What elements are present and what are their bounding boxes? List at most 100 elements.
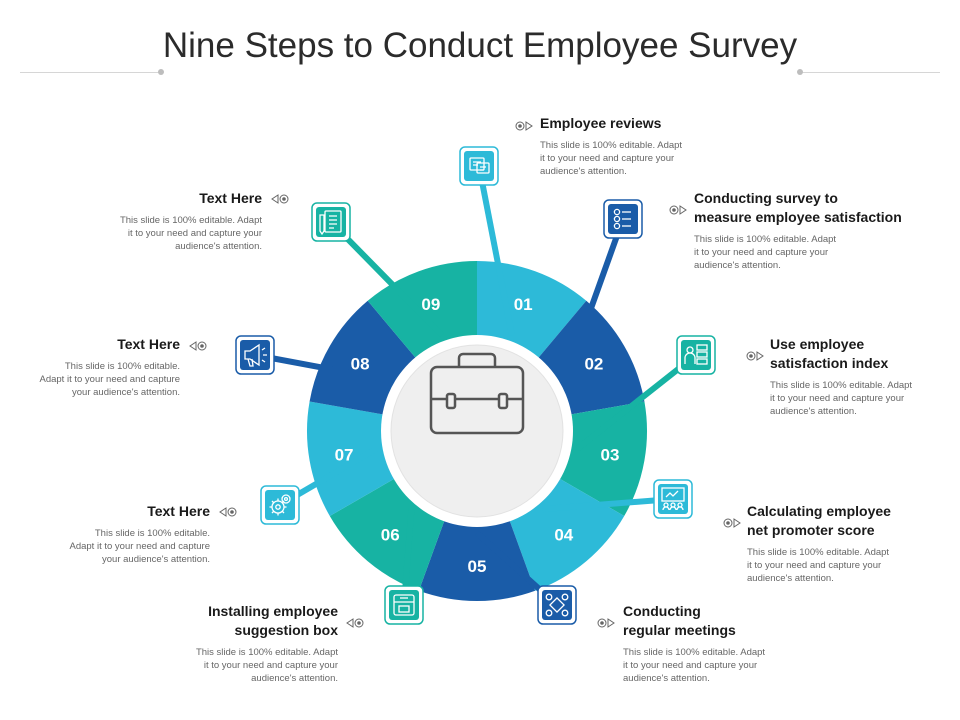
step-heading: Text Here xyxy=(22,189,262,208)
presentation-icon xyxy=(661,487,685,511)
step-heading-line: Calculating employee xyxy=(747,503,891,519)
icon-tile-04 xyxy=(653,479,693,519)
ring-segment-05 xyxy=(418,517,536,601)
step-description-line: audience's attention. xyxy=(694,260,781,271)
ring-segment-07 xyxy=(307,401,398,516)
step-heading-line: net promoter score xyxy=(747,522,875,538)
icon-tile-02 xyxy=(603,199,643,239)
step-description-line: Adapt it to your need and capture xyxy=(69,541,211,552)
step-heading-line: Conducting xyxy=(623,603,701,619)
step-number-02: 02 xyxy=(584,355,603,374)
step-description-line: audience's attention. xyxy=(770,406,857,417)
briefcase-icon xyxy=(429,352,525,435)
step-heading-line: Installing employee xyxy=(208,603,338,619)
step-heading-line: measure employee satisfaction xyxy=(694,209,902,225)
icon-tile-08 xyxy=(235,335,275,375)
megaphone-icon xyxy=(244,343,267,367)
title-divider-dot-right xyxy=(797,69,803,75)
step-description-line: This slide is 100% editable. Adapt xyxy=(195,647,338,658)
step-description-line: it to your need and capture your xyxy=(540,153,675,164)
step-heading-line: satisfaction index xyxy=(770,355,889,371)
step-description-line: This slide is 100% editable. xyxy=(94,528,210,539)
icon-tile-05 xyxy=(537,585,577,625)
survey-card-icon xyxy=(469,157,490,174)
step-number-01: 01 xyxy=(514,295,533,314)
suggestion-box-icon xyxy=(393,594,415,616)
pointer-indicators xyxy=(189,121,764,628)
pointer-icon xyxy=(746,351,764,361)
step-description-line: it to your need and capture your xyxy=(127,228,262,239)
step-description: This slide is 100% editable. Adapt it to … xyxy=(623,646,863,685)
pointer-icon xyxy=(723,518,741,528)
step-description-line: audience's attention. xyxy=(540,166,627,177)
connector-lines xyxy=(254,165,698,608)
step-description: This slide is 100% editable. Adapt it to … xyxy=(0,527,211,566)
checklist-icon xyxy=(613,208,631,230)
step-number-04: 04 xyxy=(554,525,573,544)
connector-line-01 xyxy=(476,165,515,336)
icon-tile-07 xyxy=(260,485,300,525)
step-label-02: Conducting survey to measure employee sat… xyxy=(694,189,934,272)
step-description-line: This slide is 100% editable. Adapt xyxy=(747,547,890,558)
step-description-line: your audience's attention. xyxy=(72,387,180,398)
step-heading-line: Text Here xyxy=(199,190,262,206)
step-heading-line: Text Here xyxy=(147,503,210,519)
pointer-icon xyxy=(597,618,615,628)
ring-segment-08 xyxy=(309,300,418,416)
step-heading: Text Here xyxy=(0,502,210,521)
step-heading: Installing employee suggestion box xyxy=(98,602,338,640)
step-number-06: 06 xyxy=(381,525,400,544)
icon-tile-03 xyxy=(676,335,716,375)
connector-line-09 xyxy=(328,219,445,338)
ring-segment-02 xyxy=(536,300,645,416)
icon-tile-06 xyxy=(384,585,424,625)
step-description-line: it to your need and capture your xyxy=(770,393,905,404)
title-divider-dot-left xyxy=(158,69,164,75)
step-heading-line: Conducting survey to xyxy=(694,190,838,206)
connector-line-08 xyxy=(254,352,390,383)
step-heading: Use employee satisfaction index xyxy=(770,335,960,373)
ring-segment-03 xyxy=(556,401,648,516)
pointer-icon xyxy=(346,618,364,628)
step-heading-line: suggestion box xyxy=(234,622,338,638)
step-number-08: 08 xyxy=(351,355,370,374)
step-description-line: This slide is 100% editable. Adapt xyxy=(623,647,766,658)
step-description-line: audience's attention. xyxy=(623,673,710,684)
hub-circle xyxy=(390,344,564,518)
page-title: Nine Steps to Conduct Employee Survey xyxy=(162,26,798,65)
step-number-09: 09 xyxy=(421,295,440,314)
gears-icon xyxy=(269,494,291,516)
title-divider-right xyxy=(800,72,940,73)
step-heading-line: Use employee xyxy=(770,336,865,352)
step-description-line: Adapt it to your need and capture xyxy=(39,374,181,385)
step-icon-tiles xyxy=(235,146,716,625)
step-number-05: 05 xyxy=(468,557,487,576)
step-description-line: audience's attention. xyxy=(251,673,338,684)
connector-line-04 xyxy=(542,496,674,513)
user-index-icon xyxy=(684,344,708,365)
step-description-line: This slide is 100% editable. xyxy=(64,361,180,372)
step-description: This slide is 100% editable. Adapt it to … xyxy=(0,360,181,399)
step-description-line: This slide is 100% editable. Adapt xyxy=(694,234,837,245)
connector-line-02 xyxy=(562,217,626,382)
pointer-icon xyxy=(515,121,533,131)
step-number-03: 03 xyxy=(600,445,619,464)
icon-tile-09 xyxy=(311,202,351,242)
step-description-line: it to your need and capture your xyxy=(623,660,758,671)
step-heading-line: Text Here xyxy=(117,336,180,352)
pointer-icon xyxy=(669,205,687,215)
step-heading-line: Employee reviews xyxy=(540,115,662,131)
